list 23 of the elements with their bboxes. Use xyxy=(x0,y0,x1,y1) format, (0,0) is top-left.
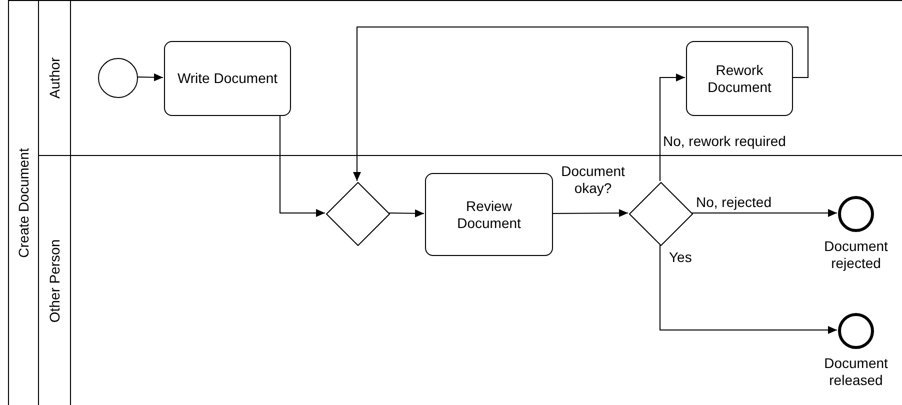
task-box: Rework Document xyxy=(686,41,793,116)
sequence-flow-arrow xyxy=(136,73,164,82)
gateway-diamond xyxy=(326,182,390,246)
sequence-flow-arrow xyxy=(353,26,808,182)
task-box: Write Document xyxy=(164,41,291,116)
task-box: Review Document xyxy=(425,173,553,256)
edge-label: No, rework required xyxy=(662,133,787,150)
event-caption: Document okay? xyxy=(560,163,626,197)
sequence-flow-arrow xyxy=(280,114,326,217)
sequence-flow-arrow xyxy=(692,209,838,217)
pool xyxy=(8,0,902,405)
sequence-flow-arrow xyxy=(660,74,686,182)
pool-label: Create Document xyxy=(14,148,32,258)
lane-label: Author xyxy=(45,57,63,99)
sequence-flow-arrow xyxy=(388,209,424,218)
event-caption: Document rejected xyxy=(823,238,889,272)
swimlane xyxy=(39,1,902,156)
lane-label: Other Person xyxy=(45,238,63,322)
edge-label: No, rejected xyxy=(695,194,772,211)
event-caption: Document released xyxy=(823,355,889,389)
sequence-flow-arrow xyxy=(660,244,838,334)
gateway-diamond xyxy=(629,182,693,246)
sequence-flow-arrow xyxy=(552,209,628,218)
